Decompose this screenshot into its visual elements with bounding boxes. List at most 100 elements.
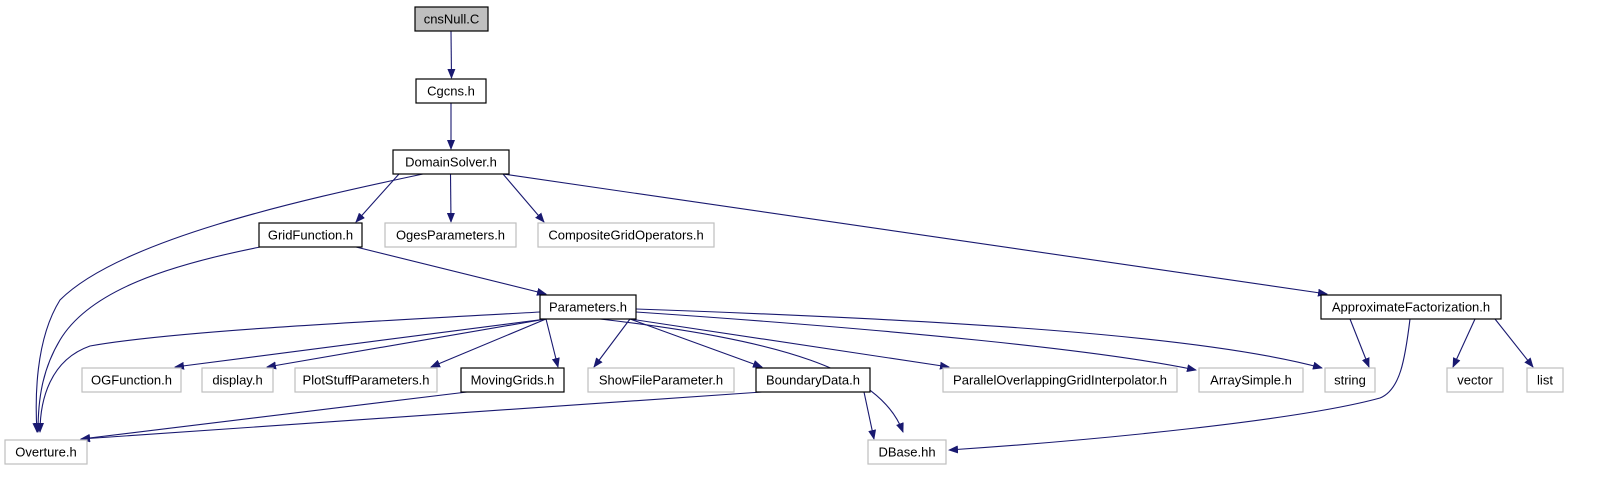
edge-arrow: [593, 318, 631, 368]
edge-arrow: [502, 173, 1328, 297]
node-dbase: DBase.hh: [867, 439, 947, 465]
node-boundarydata[interactable]: BoundaryData.h: [755, 367, 871, 393]
edge-parameters-to-plotstuffparameters: [430, 318, 547, 368]
node-box: [392, 149, 510, 175]
node-box: [414, 6, 489, 32]
node-label: vector: [1457, 373, 1493, 388]
node-box: [1320, 294, 1502, 320]
node-cnsnull[interactable]: cnsNull.C: [414, 6, 489, 32]
edge-parameters-to-paralleloverlapping: [629, 318, 950, 370]
node-box: [1446, 367, 1504, 393]
edge-movinggrids-to-overture: [80, 391, 468, 442]
node-parameters[interactable]: Parameters.h: [539, 294, 637, 320]
node-cgcns[interactable]: Cgcns.h: [415, 78, 487, 104]
node-movinggrids[interactable]: MovingGrids.h: [460, 367, 565, 393]
edge-arrow: [32, 173, 424, 433]
node-arraysimple: ArraySimple.h: [1198, 367, 1304, 393]
node-label: OgesParameters.h: [396, 228, 505, 243]
node-plotstuffparameters: PlotStuffParameters.h: [294, 367, 438, 393]
edge-arrow: [1452, 318, 1476, 368]
edge-arrow: [355, 246, 547, 296]
node-label: GridFunction.h: [268, 228, 353, 243]
node-label: Parameters.h: [549, 300, 627, 315]
node-ogesparameters: OgesParameters.h: [384, 222, 517, 248]
edge-domainsolver-to-overture: [32, 173, 424, 433]
edge-parameters-to-dbase: [599, 318, 904, 433]
node-box: [587, 367, 735, 393]
edge-approximatefactorization-to-dbase: [948, 318, 1411, 454]
edge-arrow: [599, 318, 904, 433]
node-label: ParallelOverlappingGridInterpolator.h: [953, 373, 1167, 388]
edge-approximatefactorization-to-list: [1494, 318, 1534, 368]
edge-arrow: [430, 318, 547, 368]
node-box: [1198, 367, 1304, 393]
edge-arrow: [447, 30, 456, 79]
node-box: [460, 367, 565, 393]
node-box: [942, 367, 1178, 393]
node-box: [294, 367, 438, 393]
node-gridfunction[interactable]: GridFunction.h: [258, 222, 363, 248]
edge-arrow: [36, 311, 541, 433]
node-domainsolver[interactable]: DomainSolver.h: [392, 149, 510, 175]
edge-domainsolver-to-ogesparameters: [446, 173, 455, 223]
edge-parameters-to-showfileparameter: [593, 318, 631, 368]
edge-arrow: [1349, 318, 1370, 368]
node-showfileparameter: ShowFileParameter.h: [587, 367, 735, 393]
edge-arrow: [266, 318, 547, 370]
edge-boundarydata-to-overture: [80, 391, 763, 443]
node-label: BoundaryData.h: [766, 373, 860, 388]
node-box: [384, 222, 517, 248]
node-label: CompositeGridOperators.h: [548, 228, 703, 243]
edge-arrow: [545, 318, 560, 368]
node-list: list: [1526, 367, 1564, 393]
edge-arrow: [1494, 318, 1534, 368]
node-vector: vector: [1446, 367, 1504, 393]
node-box: [201, 367, 274, 393]
edge-arrow: [446, 173, 455, 223]
edge-cnsnull-to-cgcns: [447, 30, 456, 79]
node-ogfunction: OGFunction.h: [81, 367, 182, 393]
node-paralleloverlapping: ParallelOverlappingGridInterpolator.h: [942, 367, 1178, 393]
edge-approximatefactorization-to-vector: [1452, 318, 1476, 368]
node-box: [258, 222, 363, 248]
node-label: string: [1334, 373, 1366, 388]
edge-boundarydata-to-dbase: [863, 391, 877, 440]
node-label: ApproximateFactorization.h: [1332, 300, 1490, 315]
node-label: DBase.hh: [878, 445, 935, 460]
edge-arrow: [80, 391, 468, 442]
nodes-layer: cnsNull.C Cgcns.hDomainSolver.hGridFuncti…: [4, 6, 1564, 465]
edge-domainsolver-to-gridfunction: [355, 173, 400, 223]
node-box: [1526, 367, 1564, 393]
edge-arrow: [629, 318, 763, 368]
edge-arrow: [629, 318, 950, 370]
node-overture: Overture.h: [4, 439, 88, 465]
node-label: Overture.h: [15, 445, 76, 460]
edge-parameters-to-string: [635, 308, 1323, 370]
node-label: DomainSolver.h: [405, 155, 497, 170]
edge-arrow: [502, 173, 545, 223]
node-box: [81, 367, 182, 393]
edges-layer: [32, 30, 1534, 454]
edge-approximatefactorization-to-string: [1349, 318, 1370, 368]
edge-arrow: [948, 318, 1411, 454]
edge-parameters-to-display: [266, 318, 547, 370]
node-label: OGFunction.h: [91, 373, 172, 388]
edge-arrow: [635, 308, 1323, 370]
edge-arrow: [80, 391, 763, 443]
edge-arrow: [635, 311, 1197, 373]
edge-arrow: [34, 246, 261, 433]
node-box: [867, 439, 947, 465]
node-label: ArraySimple.h: [1210, 373, 1292, 388]
edge-parameters-to-arraysimple: [635, 311, 1197, 373]
node-label: ShowFileParameter.h: [599, 373, 723, 388]
node-box: [755, 367, 871, 393]
node-approximatefactorization[interactable]: ApproximateFactorization.h: [1320, 294, 1502, 320]
edge-parameters-to-boundarydata: [629, 318, 763, 368]
node-box: [537, 222, 715, 248]
edge-parameters-to-overture: [36, 311, 541, 433]
node-box: [1324, 367, 1376, 393]
node-box: [4, 439, 88, 465]
node-compositegridoperators: CompositeGridOperators.h: [537, 222, 715, 248]
edge-gridfunction-to-parameters: [355, 246, 547, 296]
edge-arrow: [863, 391, 877, 440]
